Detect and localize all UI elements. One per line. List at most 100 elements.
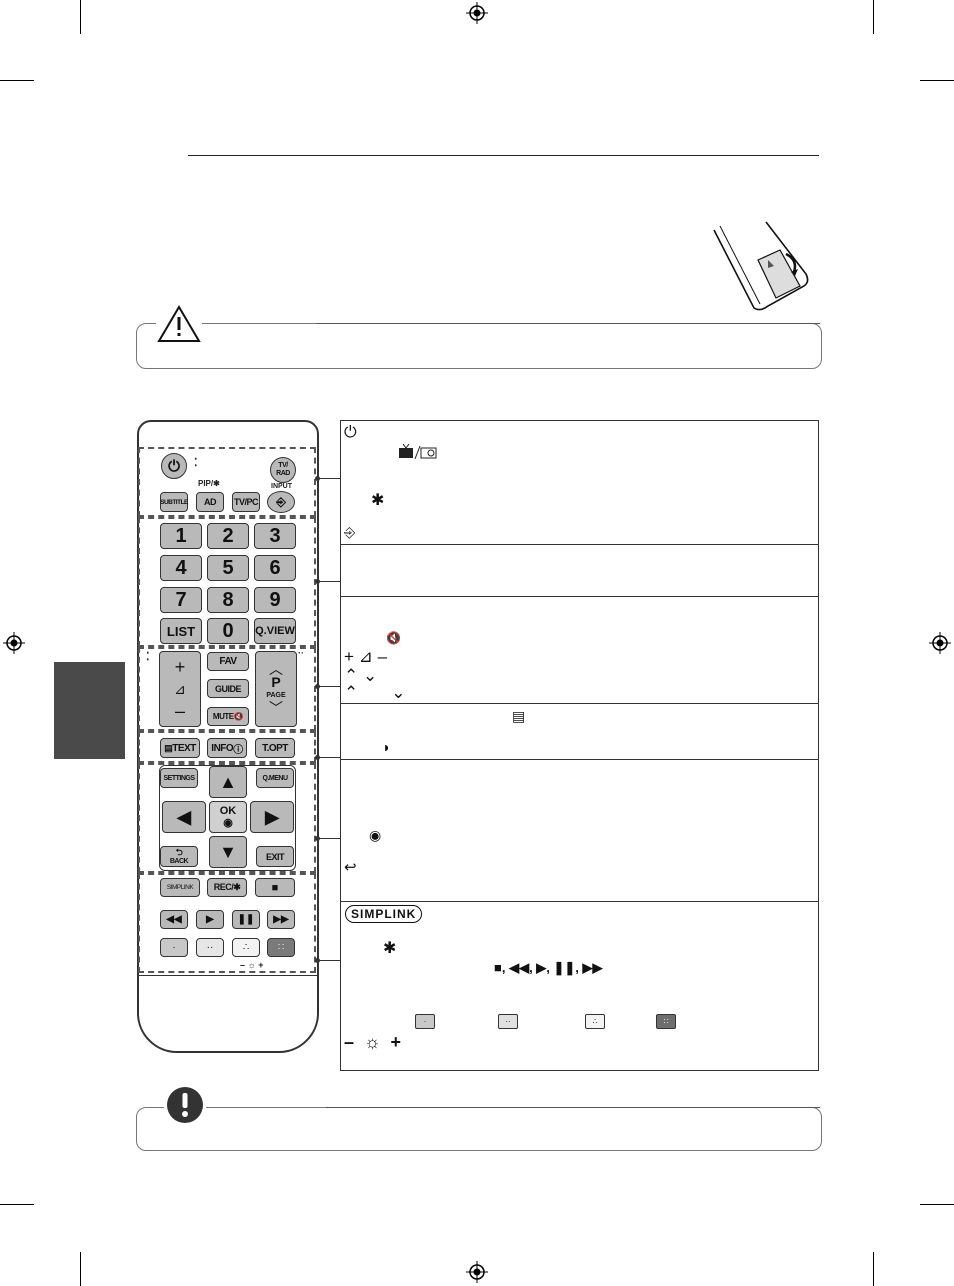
input-label: INPUT — [271, 483, 292, 490]
t-opt-button[interactable]: T.OPT — [255, 738, 295, 758]
leader-line — [318, 686, 340, 687]
settings-button[interactable]: SETTINGS — [160, 768, 198, 788]
color-key-4[interactable]: ∷ — [267, 938, 295, 957]
back-label: BACK — [169, 857, 189, 865]
color-chip-3: ∴ — [585, 1014, 605, 1029]
number-button-3[interactable]: 3 — [254, 523, 296, 549]
color-key-1[interactable]: · — [160, 938, 188, 957]
leader-dot — [315, 476, 320, 481]
registration-mark-icon — [929, 632, 951, 654]
leader-line — [318, 478, 340, 479]
panel-separator — [341, 901, 818, 902]
registration-mark-icon — [466, 2, 488, 24]
color-key-2[interactable]: ·· — [196, 938, 224, 957]
volume-icon: + ⊿ – — [344, 647, 388, 666]
ok-button[interactable]: OK◉ — [209, 801, 247, 833]
panel-separator — [341, 759, 818, 760]
number-button-0[interactable]: 0 — [207, 618, 249, 644]
ad-button[interactable]: AD — [196, 492, 224, 512]
input-button[interactable]: ⎆ — [267, 491, 295, 513]
leader-line — [318, 838, 340, 839]
number-button-5[interactable]: 5 — [207, 555, 249, 581]
number-button-1[interactable]: 1 — [160, 523, 202, 549]
fav-button[interactable]: FAV — [207, 652, 249, 671]
rewind-button[interactable]: ◀◀ — [160, 910, 188, 929]
rec-button[interactable]: REC/✱ — [207, 878, 247, 897]
exit-button[interactable]: EXIT — [256, 846, 294, 867]
number-button-2[interactable]: 2 — [207, 523, 249, 549]
volume-icon: ⊿ — [174, 681, 186, 697]
simplink-logo: SIMPLINK — [345, 905, 423, 923]
info-icon: ◑ — [381, 739, 390, 755]
panel-separator — [341, 544, 818, 545]
brightness-label: – ☼ + — [240, 960, 264, 970]
play-button[interactable]: ▶ — [196, 910, 224, 929]
tv-rad-button[interactable]: TV/ RAD — [270, 457, 296, 483]
text-button[interactable]: ▤TEXT — [160, 738, 200, 758]
group-volume — [138, 647, 316, 731]
leader-dot — [315, 684, 320, 689]
remote-divider — [139, 975, 317, 976]
list-button[interactable]: LIST — [160, 618, 202, 644]
group-text — [138, 731, 316, 763]
program-up-icon: ︿ — [269, 661, 283, 677]
number-button-6[interactable]: 6 — [254, 555, 296, 581]
left-arrow-button[interactable]: ◀ — [162, 801, 206, 833]
dpad-frame — [159, 765, 296, 871]
caution-box — [136, 323, 822, 369]
q-menu-button[interactable]: Q.MENU — [256, 768, 294, 788]
asterisk-icon: ✱ — [371, 492, 385, 509]
note-box — [136, 1107, 822, 1151]
volume-rocker[interactable]: + ⊿ – — [159, 651, 201, 727]
crop-mark — [873, 0, 874, 34]
back-icon: ↩ — [344, 859, 357, 876]
number-button-7[interactable]: 7 — [160, 587, 202, 613]
stop-button[interactable]: ■ — [255, 878, 295, 897]
back-icon: ⮌ — [175, 846, 183, 857]
back-button[interactable]: ⮌BACK — [160, 846, 198, 867]
guide-button[interactable]: GUIDE — [207, 679, 249, 698]
tv-radio-icon — [399, 444, 437, 460]
crop-mark — [0, 1204, 34, 1205]
leader-dot — [315, 755, 320, 760]
pause-button[interactable]: ❚❚ — [232, 910, 260, 929]
program-down-icon: ﹀ — [269, 700, 283, 716]
mute-button[interactable]: MUTE🔇 — [207, 707, 249, 726]
warning-icon — [156, 304, 202, 344]
volume-up-icon: + — [174, 657, 186, 677]
fast-forward-button[interactable]: ▶▶ — [267, 910, 295, 929]
program-dots: ·· — [298, 648, 304, 658]
tv-pc-button[interactable]: TV/PC — [232, 492, 260, 512]
color-chip-2: ·· — [498, 1014, 518, 1029]
right-arrow-button[interactable]: ▶ — [250, 801, 294, 833]
program-up-down-icon: ⌃ ⌄ — [344, 666, 378, 685]
crop-mark — [0, 80, 34, 81]
panel-separator — [341, 596, 818, 597]
crop-mark — [80, 0, 81, 34]
number-button-8[interactable]: 8 — [207, 587, 249, 613]
volume-dots: ⁚ — [146, 651, 150, 663]
mute-label: MUTE — [212, 712, 234, 721]
simplink-button[interactable]: SIMPLINK — [160, 878, 200, 897]
text-icon: ▤ — [512, 708, 526, 724]
power-button[interactable]: ⏻ — [161, 453, 187, 479]
brightness-icon: – ☼ + — [344, 1032, 402, 1052]
note-rule — [326, 1107, 820, 1108]
number-button-4[interactable]: 4 — [160, 555, 202, 581]
panel-separator — [341, 703, 818, 704]
subtitle-button[interactable]: SUBTITLE — [160, 492, 188, 512]
group-navigation — [138, 763, 316, 873]
program-p-label: P — [271, 674, 281, 690]
playback-icons: ■, ◀◀, ▶, ❚❚, ▶▶ — [494, 960, 603, 975]
program-rocker[interactable]: ︿ P PAGE ﹀ — [255, 651, 297, 727]
page-up-down-icon: ⌃ ⌄ — [344, 683, 406, 702]
q-view-button[interactable]: Q.VIEW — [254, 618, 296, 644]
up-arrow-button[interactable]: ▲ — [209, 766, 247, 798]
crop-mark — [80, 1252, 81, 1286]
down-arrow-button[interactable]: ▼ — [209, 836, 247, 868]
color-key-3[interactable]: ∴ — [232, 938, 260, 957]
number-button-9[interactable]: 9 — [254, 587, 296, 613]
text-label: TEXT — [172, 742, 196, 754]
color-chip-1: · — [415, 1014, 435, 1029]
